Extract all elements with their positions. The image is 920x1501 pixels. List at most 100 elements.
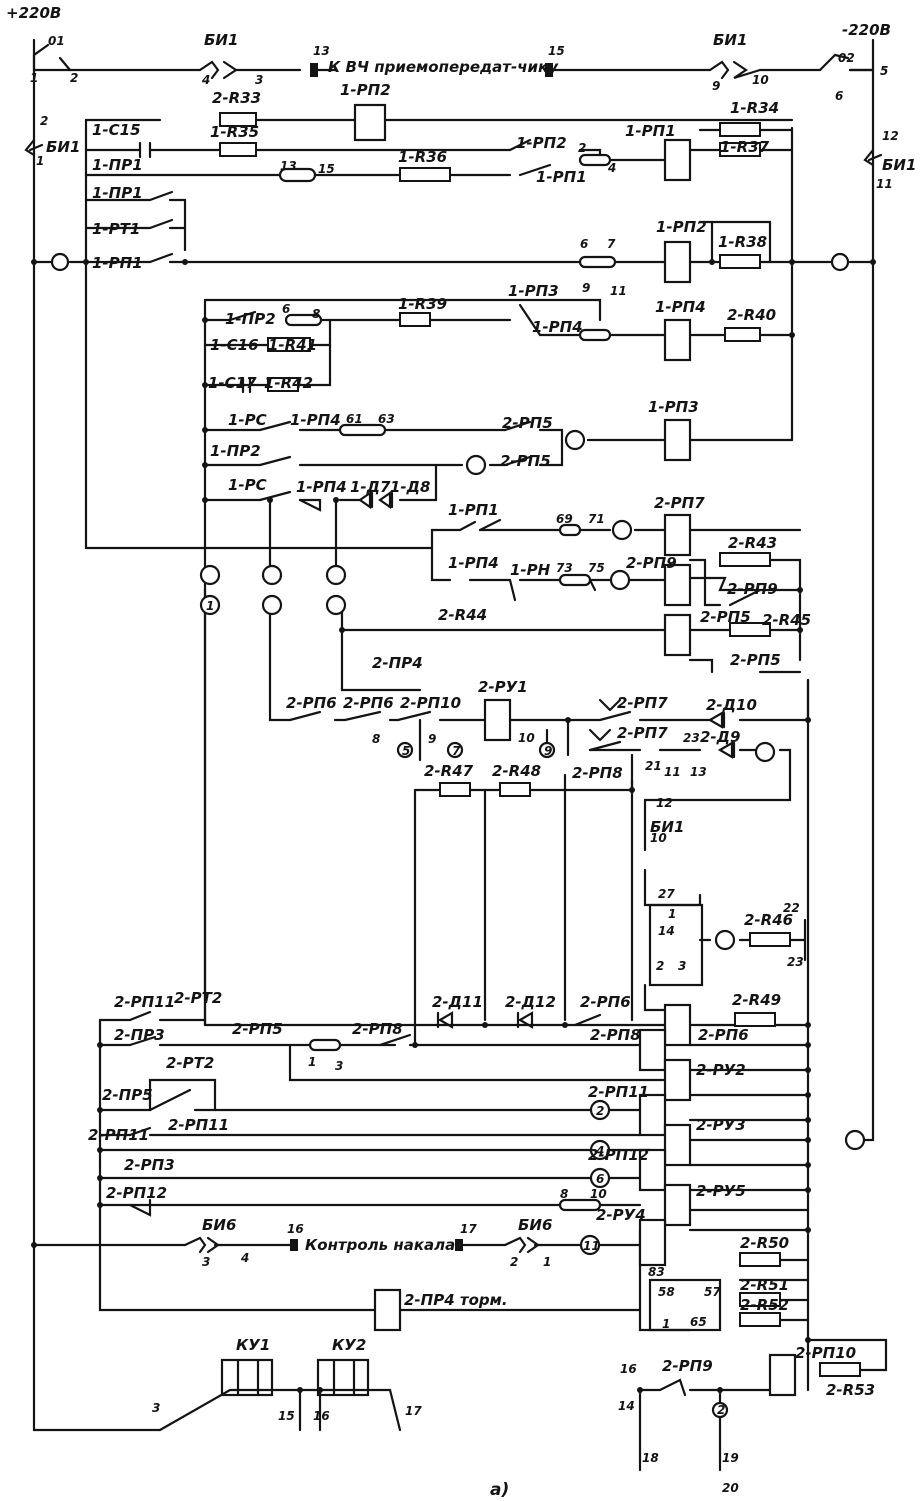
- label-lamps-l11: 11: [583, 1239, 600, 1253]
- label-terminals-n3: 3: [335, 1059, 343, 1073]
- label-resistors-r50: 2-R50: [740, 1234, 789, 1252]
- label-contact_labels-rp6c: 2-РП6: [286, 694, 337, 712]
- label-contact_labels-rp6c2: 2-РП6: [580, 993, 631, 1011]
- resistor-2-r40: [724, 327, 761, 342]
- label-terminals-n19: 19: [722, 1451, 739, 1465]
- label-contact_labels-rp4c: 1-РП4: [290, 411, 341, 429]
- label-terminals-n11: 11: [664, 765, 681, 779]
- label-terminals-n15: 15: [278, 1409, 295, 1423]
- label-terminals-n16: 16: [620, 1362, 637, 1376]
- resistor-2-r33: [219, 112, 257, 127]
- label-terminals-n12: 12: [882, 129, 899, 143]
- bi1-switch-box: [220, 903, 722, 1397]
- resistor-1-r41: [267, 337, 311, 352]
- coil-2-rp6: [663, 1003, 692, 1047]
- label-terminals-n4: 4: [240, 1251, 249, 1265]
- label-contact_labels-rp5c: 2-РП5: [502, 414, 553, 432]
- filament-note: Контроль накала: [305, 1236, 455, 1254]
- label-contact_labels-rp11c2: 2-РП11: [88, 1126, 149, 1144]
- resistor-1-r42: [267, 377, 299, 392]
- label-resistors-r46: 2-R46: [744, 911, 793, 929]
- label-relays-ru1: 2-РУ1: [478, 678, 528, 696]
- label-terminals-n63: 63: [378, 412, 395, 426]
- label-terminals-n18: 18: [642, 1451, 659, 1465]
- coil-2-ru4: [638, 1218, 667, 1267]
- label-contact_labels-rp2c: 1-РП2: [516, 134, 567, 152]
- label-terminals-n1: 1: [308, 1055, 316, 1069]
- label-relays-ru5: 2-РУ5: [696, 1182, 746, 1200]
- label-relays-ru4: 2-РУ4: [596, 1206, 646, 1224]
- label-terminals-n57: 57: [704, 1285, 721, 1299]
- label-terminals-n12: 12: [656, 796, 673, 810]
- label-contact_labels-rh: 1-РН: [510, 561, 551, 579]
- label-contact_labels-rp5c5: 2-РП5: [232, 1020, 283, 1038]
- label-contact_labels-rt2: 2-РТ2: [174, 989, 222, 1007]
- label-relays-rp9: 2-РП9: [626, 554, 677, 572]
- coil-1-rp2: [353, 103, 387, 142]
- label-contact_labels-rt2b: 2-РТ2: [166, 1054, 214, 1072]
- brake-note: 2-ПР4 торм.: [404, 1291, 508, 1309]
- label-terminals-n8: 8: [312, 307, 320, 321]
- lamp-2-rp5: [465, 454, 487, 476]
- label-contact_labels-rt1: 1-РТ1: [92, 220, 140, 238]
- lamp-7: [446, 741, 464, 759]
- label-contact_labels-pr4c: 2-ПР4: [372, 654, 423, 672]
- label-contact_labels-rp1c: 1-РП1: [92, 254, 143, 272]
- label-terminals-n75: 75: [588, 561, 605, 575]
- coil-2-rp9: [663, 563, 692, 607]
- label-terminals-n4: 4: [201, 73, 210, 87]
- lamp-r46: [714, 929, 736, 951]
- label-terminals-n10: 10: [590, 1187, 607, 1201]
- lamp-1-rp3: [564, 429, 586, 451]
- resistor-2-r53: [819, 1362, 861, 1377]
- label-contact_labels-d12: 2-Д12: [505, 993, 556, 1011]
- label-contact_labels-ku1: КУ1: [236, 1336, 270, 1354]
- label-contact_labels-rp8c3: 2-РП8: [590, 1026, 641, 1044]
- resistor-2-r46: [749, 932, 791, 947]
- label-resistors-r39: 1-R39: [398, 295, 447, 313]
- lamp-left: [50, 252, 70, 272]
- label-terminals-n8: 8: [560, 1187, 568, 1201]
- label-bi1-left: БИ1: [46, 138, 80, 156]
- coil-2-ru5: [663, 1183, 692, 1227]
- label-terminals-n10: 10: [518, 731, 535, 745]
- label-resistors-r47: 2-R47: [424, 762, 474, 780]
- label-terminals-n6: 6: [580, 237, 588, 251]
- label-resistors-r48: 2-R48: [492, 762, 541, 780]
- label-terminals-n2: 2: [578, 141, 586, 155]
- label-relays-rp8: 2-РП8: [572, 764, 623, 782]
- label-terminals-n15: 15: [548, 44, 565, 58]
- label-resistors-r45: 2-R45: [762, 611, 811, 629]
- label-bi6-a: БИ6: [202, 1216, 236, 1234]
- label-terminals-n23: 23: [683, 731, 700, 745]
- label-lamps-l1: 1: [206, 599, 214, 613]
- label-terminals-n13: 13: [690, 765, 707, 779]
- label-resistors-r51: 2-R51: [740, 1276, 789, 1294]
- label-lamps-l9: 9: [544, 744, 552, 758]
- resistor-2-r49: [734, 1012, 776, 1027]
- coil-2-rp7: [663, 513, 692, 557]
- label-terminals-n22: 22: [783, 901, 800, 915]
- label-bi1-right: БИ1: [882, 156, 916, 174]
- label-resistors-r42: 1-R42: [264, 374, 313, 392]
- resistor-2-r45: [729, 622, 771, 637]
- label-bi1-top-right: БИ1: [713, 31, 747, 49]
- label-relays-rp10: 2-РП10: [795, 1344, 856, 1362]
- label-terminals-n14: 14: [658, 924, 675, 938]
- resistor-2-r51: [739, 1292, 781, 1307]
- label-relays-rp11: 2-РП11: [588, 1083, 649, 1101]
- label-contact_labels-c16: 1-С16: [210, 336, 259, 354]
- label-contact_labels-rp16: 2-РП6: [343, 694, 394, 712]
- lamp-9: [538, 741, 556, 759]
- label-bi6-b: БИ6: [518, 1216, 552, 1234]
- label-resistors-r52: 2-R52: [740, 1296, 789, 1314]
- label-contact_labels-rp5c4: 2-РП5: [730, 651, 781, 669]
- label-contact_labels-d9: 2-Д9: [700, 728, 740, 746]
- label-terminals-n6: 6: [835, 89, 843, 103]
- lamp-b2: [261, 594, 283, 616]
- label-terminals-n20: 20: [722, 1481, 739, 1495]
- label-terminals-n3: 3: [678, 959, 686, 973]
- resistor-2-r52: [739, 1312, 781, 1327]
- label-terminals-n11: 11: [610, 284, 627, 298]
